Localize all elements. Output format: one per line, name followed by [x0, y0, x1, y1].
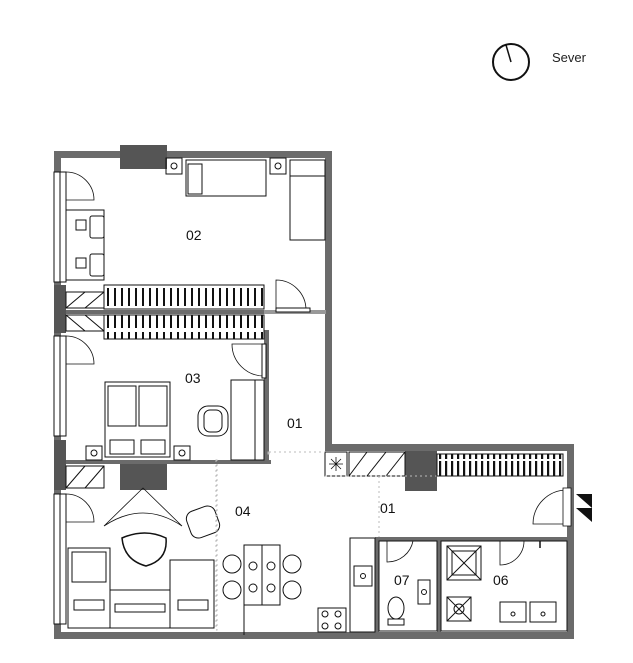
- room-02-furniture: [65, 157, 326, 313]
- monitor-icon: [75, 219, 87, 231]
- room-01-lower-label: 01: [380, 500, 396, 516]
- room-06-label: 06: [493, 572, 509, 588]
- room-07-fixtures: [378, 540, 438, 632]
- room-labels: 02 03 01 01 04 07 06: [185, 227, 509, 588]
- outer-walls: [54, 145, 574, 639]
- room-04-furniture: [65, 459, 221, 631]
- left-windows: [53, 171, 67, 625]
- armchair-icon: [197, 405, 229, 437]
- entrance-door: [532, 487, 572, 527]
- entrance-arrow-icon: [576, 494, 592, 522]
- chair-icon: [89, 215, 105, 239]
- room-03-furniture: [65, 335, 267, 461]
- room-04-label: 04: [235, 503, 251, 519]
- kitchen: [317, 537, 376, 633]
- closet-hall: [436, 453, 564, 477]
- room-02-label: 02: [186, 227, 202, 243]
- room-03-label: 03: [185, 370, 201, 386]
- hall-entry-fixtures: [267, 451, 437, 537]
- room-07-label: 07: [394, 572, 410, 588]
- compass-icon: [492, 43, 530, 81]
- closet-room-02: [103, 284, 265, 310]
- closet-room-03: [103, 314, 265, 340]
- dining-table: [222, 544, 302, 635]
- room-06-fixtures: [440, 540, 568, 632]
- monitor-icon: [75, 257, 87, 269]
- compass: Sever: [492, 43, 587, 81]
- closet-side-diagonals: [65, 291, 105, 332]
- compass-label: Sever: [552, 50, 587, 65]
- room-01-upper-label: 01: [287, 415, 303, 431]
- chair-icon: [89, 253, 105, 277]
